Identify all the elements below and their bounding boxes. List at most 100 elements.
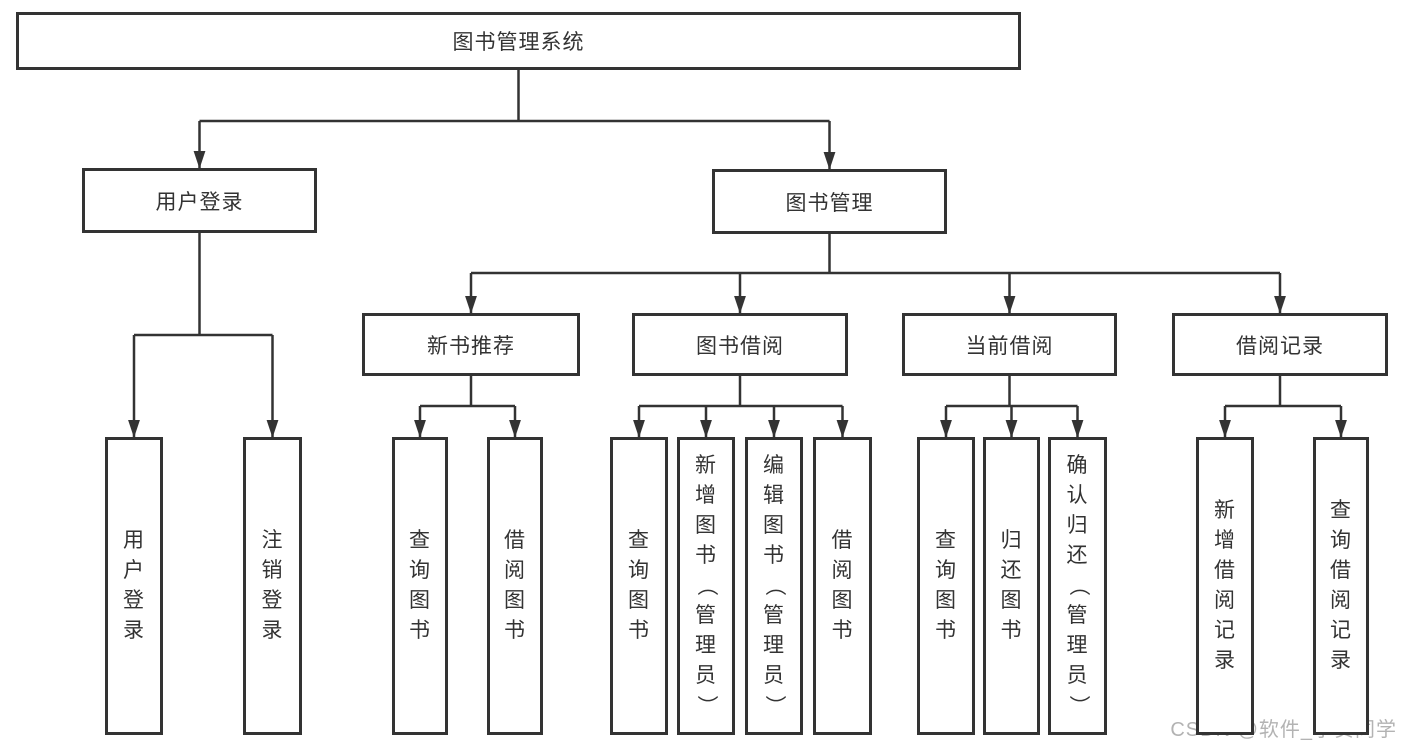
node-leaf-logout: 注销登录 (243, 437, 302, 735)
node-label: 当前借阅 (965, 334, 1054, 358)
glyph: 书 (695, 544, 717, 567)
glyph: 询 (935, 559, 957, 582)
glyph: 用 (123, 529, 145, 552)
glyph: 借 (831, 529, 854, 552)
glyph: 认 (1066, 484, 1089, 507)
glyph: 编 (763, 454, 785, 477)
glyph: 借 (1214, 559, 1236, 582)
glyph: 书 (409, 619, 431, 642)
glyph: 新 (695, 454, 717, 477)
node-label: 用户登录 (155, 190, 244, 214)
glyph: 增 (695, 484, 717, 507)
node-label: 图书借阅 (696, 334, 784, 358)
glyph: 确 (1066, 454, 1089, 477)
node-user-login: 用户登录 (82, 168, 317, 233)
node-label: 新增图书 （ 管理员 ） (694, 440, 718, 732)
glyph: 注 (261, 529, 284, 552)
glyph: 增 (1214, 529, 1236, 552)
node-label: 新增借阅记录 (1213, 440, 1237, 732)
node-leaf-query-borrow-rec: 查询借阅记录 (1313, 437, 1369, 735)
glyph: 图 (409, 589, 431, 612)
glyph: 还 (1066, 544, 1089, 567)
glyph: ） (695, 695, 718, 717)
glyph: 图 (628, 589, 650, 612)
glyph: 员 (695, 664, 717, 687)
glyph: 查 (935, 529, 957, 552)
glyph: 查 (628, 529, 650, 552)
glyph: 管 (763, 604, 785, 627)
glyph: 询 (628, 559, 650, 582)
glyph: 图 (1000, 589, 1023, 612)
glyph: 询 (409, 559, 431, 582)
glyph: 理 (1066, 634, 1089, 657)
glyph: 新 (1214, 499, 1236, 522)
node-label: 借阅记录 (1236, 334, 1324, 358)
glyph: 图 (504, 589, 526, 612)
glyph: 书 (504, 619, 526, 642)
glyph: 销 (261, 559, 284, 582)
node-label: 借阅图书 (831, 440, 855, 732)
glyph: 归 (1000, 529, 1023, 552)
glyph: 书 (763, 544, 785, 567)
glyph: 阅 (831, 559, 854, 582)
node-root: 图书管理系统 (16, 12, 1021, 70)
glyph: 记 (1214, 619, 1236, 642)
node-label: 查询图书 (408, 440, 432, 732)
glyph: 辑 (763, 484, 785, 507)
node-leaf-add-borrow-rec: 新增借阅记录 (1196, 437, 1254, 735)
node-leaf-confirm-return: 确认归还（管理员） (1048, 437, 1107, 735)
glyph: ） (1066, 695, 1090, 717)
glyph: 管 (1066, 604, 1089, 627)
glyph: 书 (935, 619, 957, 642)
node-label: 查询图书 (627, 440, 651, 732)
node-label: 新书推荐 (427, 334, 515, 358)
glyph: 阅 (1214, 589, 1236, 612)
node-leaf-query-book-2: 查询图书 (610, 437, 668, 735)
node-label: 借阅图书 (503, 440, 527, 732)
node-leaf-borrow-book-2: 借阅图书 (813, 437, 872, 735)
node-leaf-user-login: 用户登录 (105, 437, 163, 735)
node-label: 编辑图书（管理员） (762, 440, 786, 732)
node-label: 查询图书 (934, 440, 958, 732)
node-leaf-query-book-1: 查询图书 (392, 437, 448, 735)
node-leaf-add-book-admin: 新增图书 （ 管理员 ） (677, 437, 735, 735)
glyph: ） (763, 695, 786, 717)
glyph: 借 (1330, 559, 1352, 582)
glyph: 员 (763, 664, 785, 687)
glyph: 户 (123, 559, 145, 582)
node-current-borrow: 当前借阅 (902, 313, 1117, 376)
glyph: 录 (1330, 649, 1352, 672)
glyph: 图 (695, 514, 717, 537)
glyph: 录 (1214, 649, 1236, 672)
glyph: 理 (695, 634, 717, 657)
node-leaf-query-book-3: 查询图书 (917, 437, 975, 735)
node-label: 注销登录 (261, 440, 285, 732)
node-book-borrow: 图书借阅 (632, 313, 848, 376)
glyph: 录 (123, 619, 145, 642)
glyph: 登 (123, 589, 145, 612)
glyph: 记 (1330, 619, 1352, 642)
glyph: 管 (695, 604, 717, 627)
node-leaf-return-book: 归还图书 (983, 437, 1040, 735)
glyph: 图 (831, 589, 854, 612)
glyph: 归 (1066, 514, 1089, 537)
glyph: 理 (763, 634, 785, 657)
node-label: 用户登录 (122, 440, 146, 732)
node-label: 归还图书 (1000, 440, 1024, 732)
node-leaf-edit-book-admin: 编辑图书（管理员） (745, 437, 803, 735)
node-book-mgmt: 图书管理 (712, 169, 947, 234)
node-label: 图书管理 (785, 191, 874, 215)
glyph: 图 (935, 589, 957, 612)
glyph: 书 (628, 619, 650, 642)
node-label: 图书管理系统 (452, 31, 585, 54)
glyph: 书 (831, 619, 854, 642)
glyph: 登 (261, 589, 284, 612)
glyph: 借 (504, 529, 526, 552)
glyph: （ (695, 575, 718, 597)
glyph: （ (763, 575, 786, 597)
node-new-book-rec: 新书推荐 (362, 313, 580, 376)
glyph: 查 (409, 529, 431, 552)
glyph: 录 (261, 619, 284, 642)
node-leaf-borrow-book-1: 借阅图书 (487, 437, 543, 735)
glyph: 阅 (504, 559, 526, 582)
